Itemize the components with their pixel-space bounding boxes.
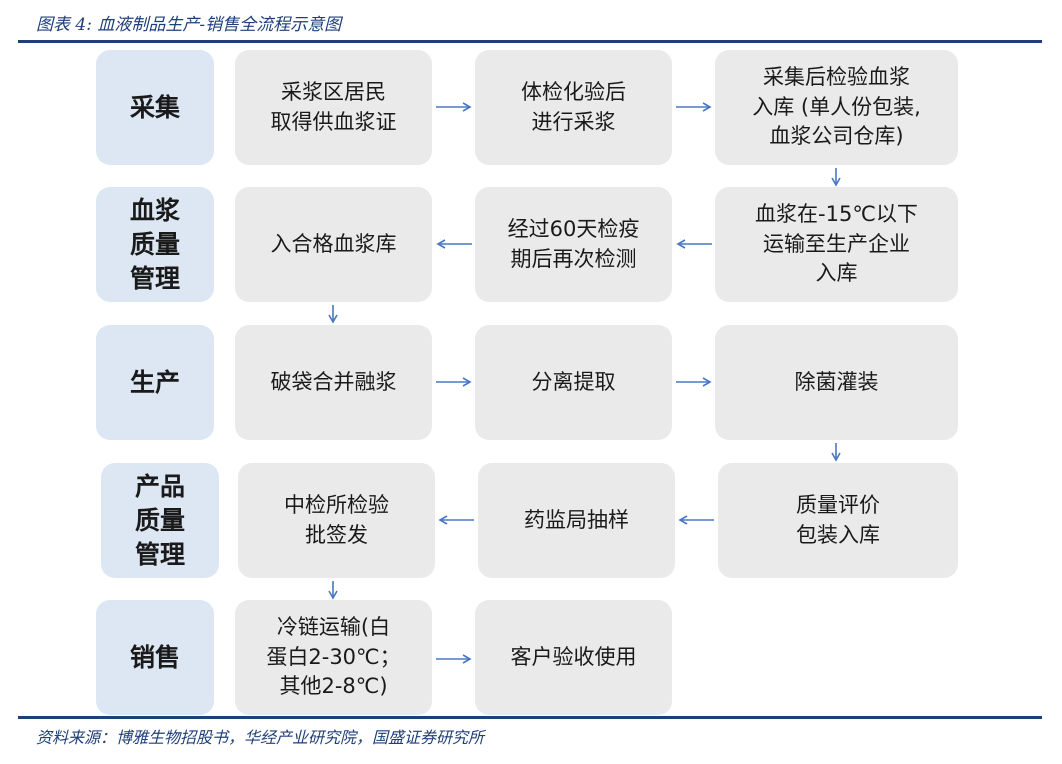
step-batch-release: 中检所检验 批签发	[238, 463, 435, 578]
step-residents-certificate: 采浆区居民 取得供血浆证	[235, 50, 432, 165]
step-sterile-filling: 除菌灌装	[715, 325, 958, 440]
step-transport-to-factory: 血浆在-15℃以下 运输至生产企业 入库	[715, 187, 958, 302]
step-inspect-and-store: 采集后检验血浆 入库 (单人份包装, 血浆公司仓库)	[715, 50, 958, 165]
step-cold-chain: 冷链运输(白 蛋白2-30℃； 其他2-8℃)	[235, 600, 432, 715]
stage-plasma-qc: 血浆 质量 管理	[96, 187, 214, 302]
figure-caption: 图表 4: 血液制品生产-销售全流程示意图	[36, 15, 342, 35]
stage-collection: 采集	[96, 50, 214, 165]
bottom-divider	[18, 716, 1042, 719]
top-divider	[18, 40, 1042, 43]
step-quality-evaluation: 质量评价 包装入库	[718, 463, 958, 578]
stage-production: 生产	[96, 325, 214, 440]
step-qualified-plasma-store: 入合格血浆库	[235, 187, 432, 302]
stage-product-qc: 产品 质量 管理	[101, 463, 219, 578]
step-nmpa-sampling: 药监局抽样	[478, 463, 675, 578]
source-note: 资料来源：博雅生物招股书，华经产业研究院，国盛证券研究所	[36, 728, 485, 747]
step-pool-and-thaw: 破袋合并融浆	[235, 325, 432, 440]
step-exam-and-collect: 体检化验后 进行采浆	[475, 50, 672, 165]
step-separation: 分离提取	[475, 325, 672, 440]
step-quarantine-retest: 经过60天检疫 期后再次检测	[475, 187, 672, 302]
step-customer-acceptance: 客户验收使用	[475, 600, 672, 715]
stage-sales: 销售	[96, 600, 214, 715]
